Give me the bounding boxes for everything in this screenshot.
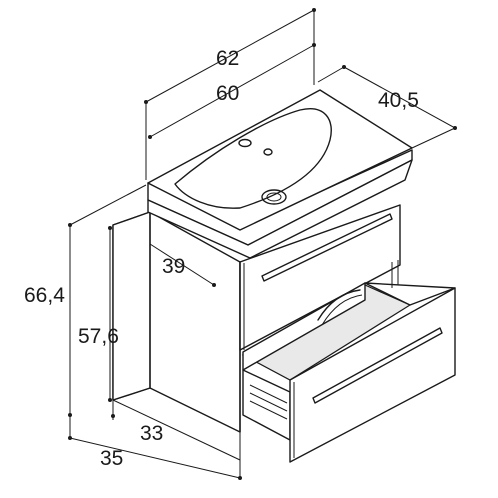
tap-hole-icon xyxy=(238,138,252,148)
drain-icon xyxy=(261,189,287,205)
dim-width-basin: 60 xyxy=(216,82,239,105)
dim-height-cabinet: 57,6 xyxy=(78,325,119,348)
dimension-lines xyxy=(68,8,457,480)
dimension-labels: 62 60 40,5 39 66,4 57,6 33 35 xyxy=(24,47,419,470)
dim-side-depth-inner: 33 xyxy=(140,422,163,445)
dim-depth-basin: 40,5 xyxy=(378,89,419,112)
cabinet-front xyxy=(239,204,401,433)
open-drawer xyxy=(241,260,456,463)
overflow-hole-icon xyxy=(263,148,273,156)
upper-drawer-handle xyxy=(261,213,393,282)
lower-drawer-handle xyxy=(312,327,443,404)
dim-height-total: 66,4 xyxy=(24,284,65,307)
dim-side-depth-outer: 35 xyxy=(100,447,123,470)
cabinet-side-panel xyxy=(112,211,241,433)
dim-width-total: 62 xyxy=(216,47,239,70)
basin xyxy=(147,89,413,259)
dim-depth-cabinet: 39 xyxy=(162,255,185,278)
